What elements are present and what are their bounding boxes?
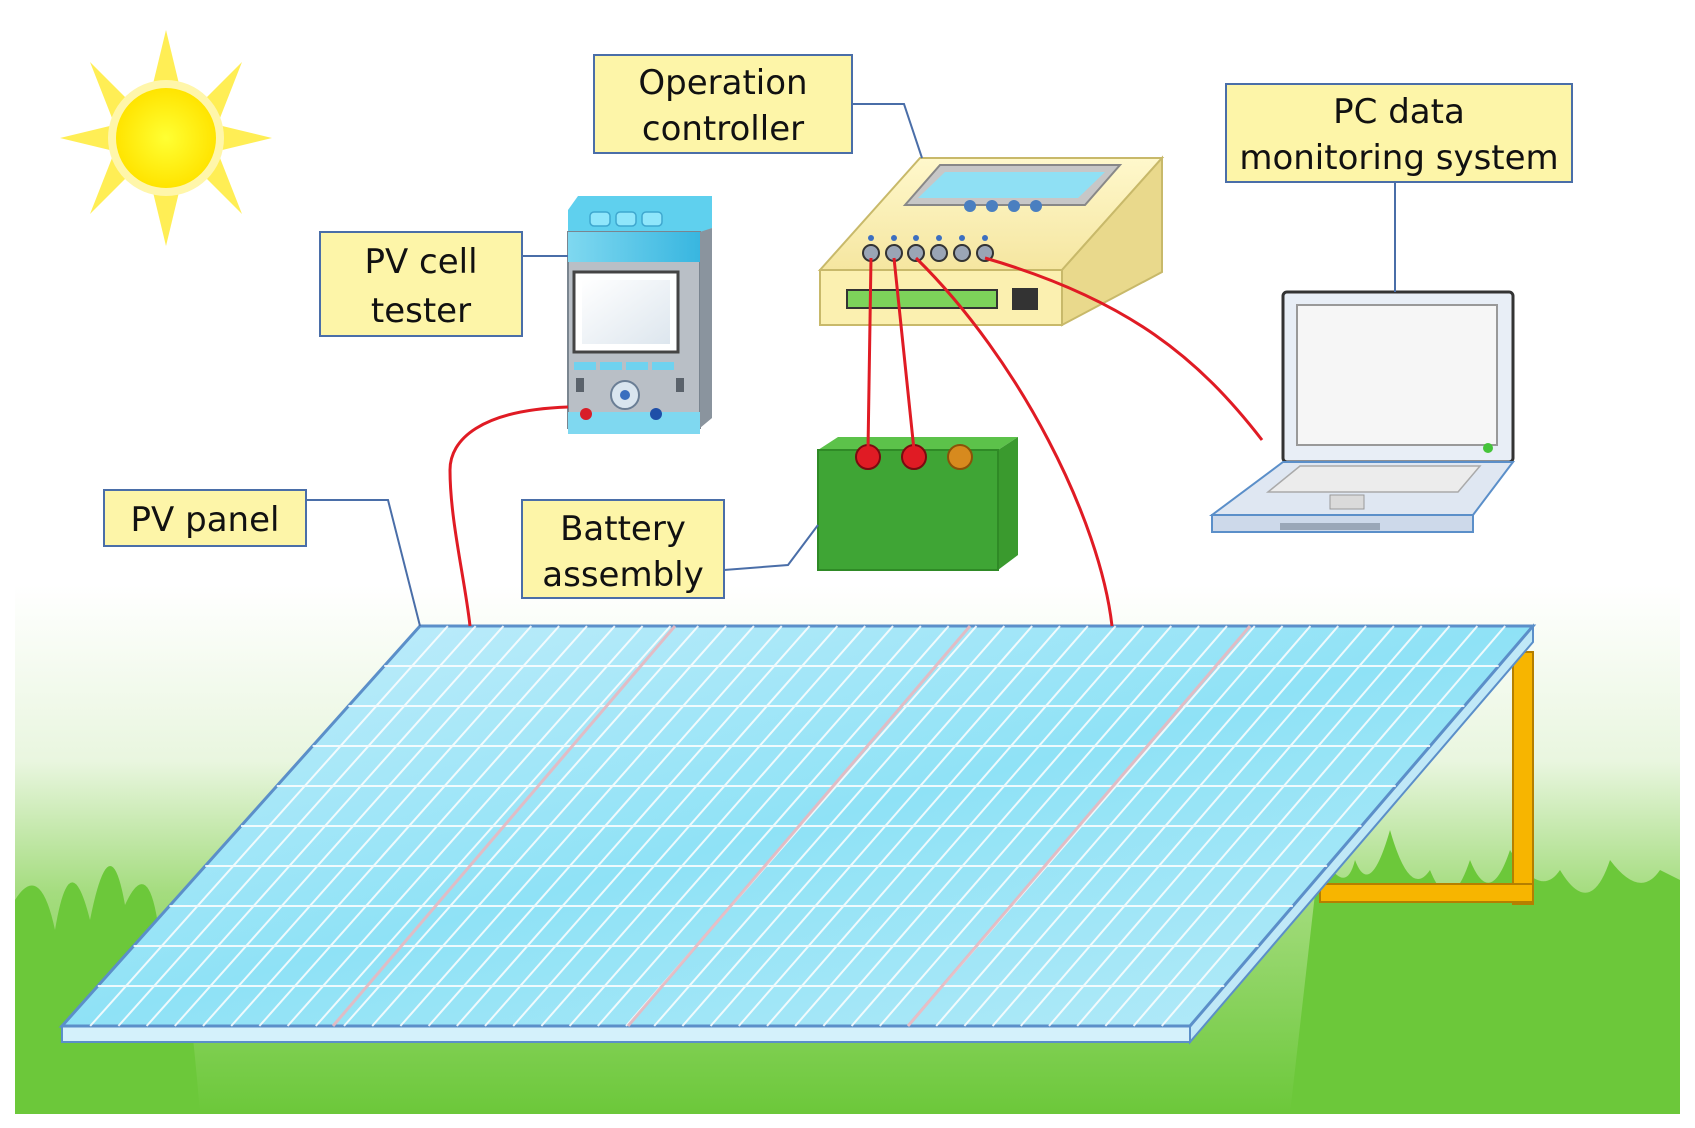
pv-cell-tester-icon (567, 196, 712, 434)
leader-lines (306, 103, 1396, 627)
laptop-icon (1208, 290, 1516, 533)
label-pv-cell-tester-line1: PV cell (364, 242, 477, 282)
operation-controller-icon (817, 155, 1165, 327)
wires (448, 256, 1264, 627)
label-pc-monitoring: PC data monitoring system (1225, 83, 1573, 183)
label-pv-cell-tester: PV cell tester (319, 231, 523, 337)
label-battery-assembly-line1: Battery (560, 509, 686, 549)
label-pc-monitoring-line2: monitoring system (1239, 138, 1558, 178)
label-operation-controller: Operation controller (593, 54, 853, 154)
label-battery-assembly-line2: assembly (542, 555, 703, 595)
label-battery-assembly: Battery assembly (521, 499, 725, 599)
label-pv-cell-tester-line2: tester (371, 291, 471, 331)
battery-terminal-aux (947, 444, 973, 470)
label-pc-monitoring-line1: PC data (1333, 92, 1465, 132)
label-operation-controller-line1: Operation (638, 63, 807, 103)
label-pv-panel-line1: PV panel (131, 500, 280, 540)
battery-icon (817, 437, 1018, 571)
label-operation-controller-line2: controller (642, 109, 804, 149)
pv-panel-icon (58, 623, 1537, 1045)
label-pv-panel: PV panel (103, 489, 307, 547)
sun-icon (60, 30, 272, 246)
